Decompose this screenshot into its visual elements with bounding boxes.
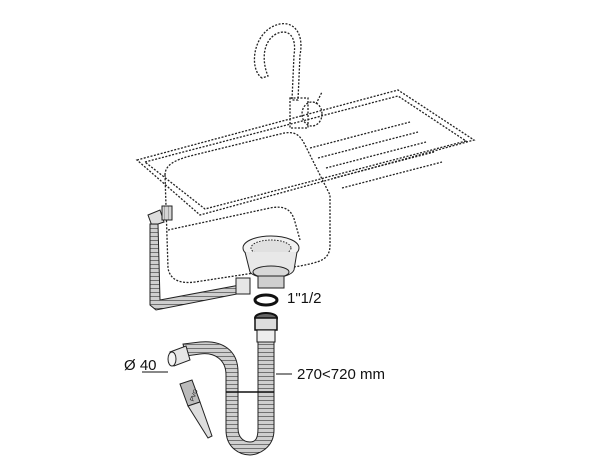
thread-size-label: 1"1/2 [287,290,322,307]
faucet-icon [253,23,323,129]
overflow-pipe-icon [147,205,251,311]
o-ring-icon [253,293,279,307]
nut-icon [254,312,278,343]
flexible-trap-icon [167,341,275,456]
outlet-diameter-label: Ø 40 [124,357,157,374]
pvc-brush-icon [179,379,213,439]
brush-label: PVC [190,388,200,402]
length-range-label: 270<720 mm [297,366,385,383]
sink-icon [135,89,476,284]
basket-strainer-icon [242,235,300,289]
